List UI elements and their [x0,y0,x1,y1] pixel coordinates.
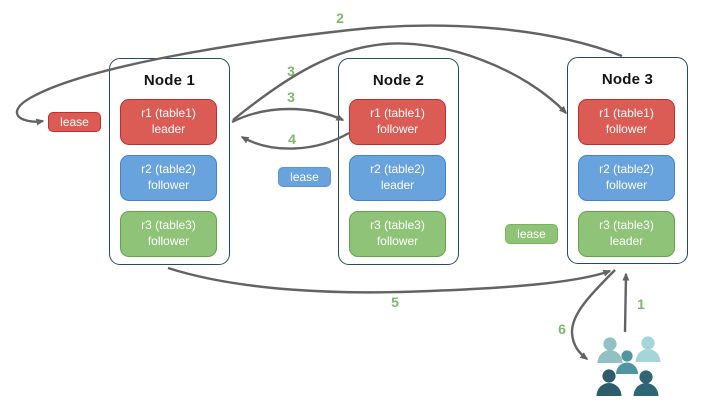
node1-replica-r1-leader: r1 (table1) leader [120,99,217,145]
arrow-step2-lease-to-node1 [15,24,623,126]
replica-role: follower [376,234,419,248]
node-1-title: Node 1 [143,72,196,89]
step-label-3a: 3 [287,63,295,79]
step-label-2: 2 [336,10,344,26]
lease-badge-r3: lease [505,224,558,244]
users-icon [596,336,661,396]
replica-role: leader [380,178,415,192]
step-label-3b: 3 [287,89,295,105]
step-label-6: 6 [558,321,566,337]
arrow-step1-user-request [622,272,630,333]
node-3-box: Node 3 r1 (table1) follower r2 (table2) … [567,57,688,264]
node1-replica-r3-follower: r3 (table3) follower [120,211,217,257]
replica-name: r3 (table3) [141,218,196,233]
arrow-step6-response-to-user [570,269,616,360]
step-label-5: 5 [391,294,399,310]
arrow-step5-node1-to-node3 [167,266,612,294]
node-1-box: Node 1 r1 (table1) leader r2 (table2) fo… [109,58,230,265]
lease-label: lease [517,227,546,241]
replica-name: r3 (table3) [599,218,654,233]
arrow-step3-replicate-to-node2 [231,107,345,124]
replica-role: follower [147,234,190,248]
node3-replica-r2-follower: r2 (table2) follower [578,155,675,201]
step-label-1: 1 [637,296,645,312]
node1-replica-r2-follower: r2 (table2) follower [120,155,217,201]
lease-badge-r1: lease [48,112,101,132]
replica-name: r3 (table3) [370,218,425,233]
node-2-title: Node 2 [372,72,425,89]
node-2-box: Node 2 r1 (table1) follower r2 (table2) … [338,58,459,265]
step-label-4: 4 [288,131,296,147]
replica-name: r2 (table2) [599,162,654,177]
replica-role: follower [605,178,648,192]
replica-name: r2 (table2) [370,162,425,177]
replica-name: r2 (table2) [141,162,196,177]
lease-label: lease [60,115,89,129]
replica-role: leader [151,122,186,136]
replica-role: leader [609,234,644,248]
node-3-title: Node 3 [601,71,654,88]
replica-name: r1 (table1) [370,106,425,121]
replica-role: follower [376,122,419,136]
node3-replica-r3-leader: r3 (table3) leader [578,211,675,257]
replica-role: follower [147,178,190,192]
node2-replica-r3-follower: r3 (table3) follower [349,211,446,257]
node3-replica-r1-follower: r1 (table1) follower [578,99,675,145]
replica-name: r1 (table1) [141,106,196,121]
lease-badge-r2: lease [278,167,331,187]
node2-replica-r2-leader: r2 (table2) leader [349,155,446,201]
node2-replica-r1-follower: r1 (table1) follower [349,99,446,145]
replica-name: r1 (table1) [599,106,654,121]
replica-role: follower [605,122,648,136]
lease-label: lease [290,170,319,184]
